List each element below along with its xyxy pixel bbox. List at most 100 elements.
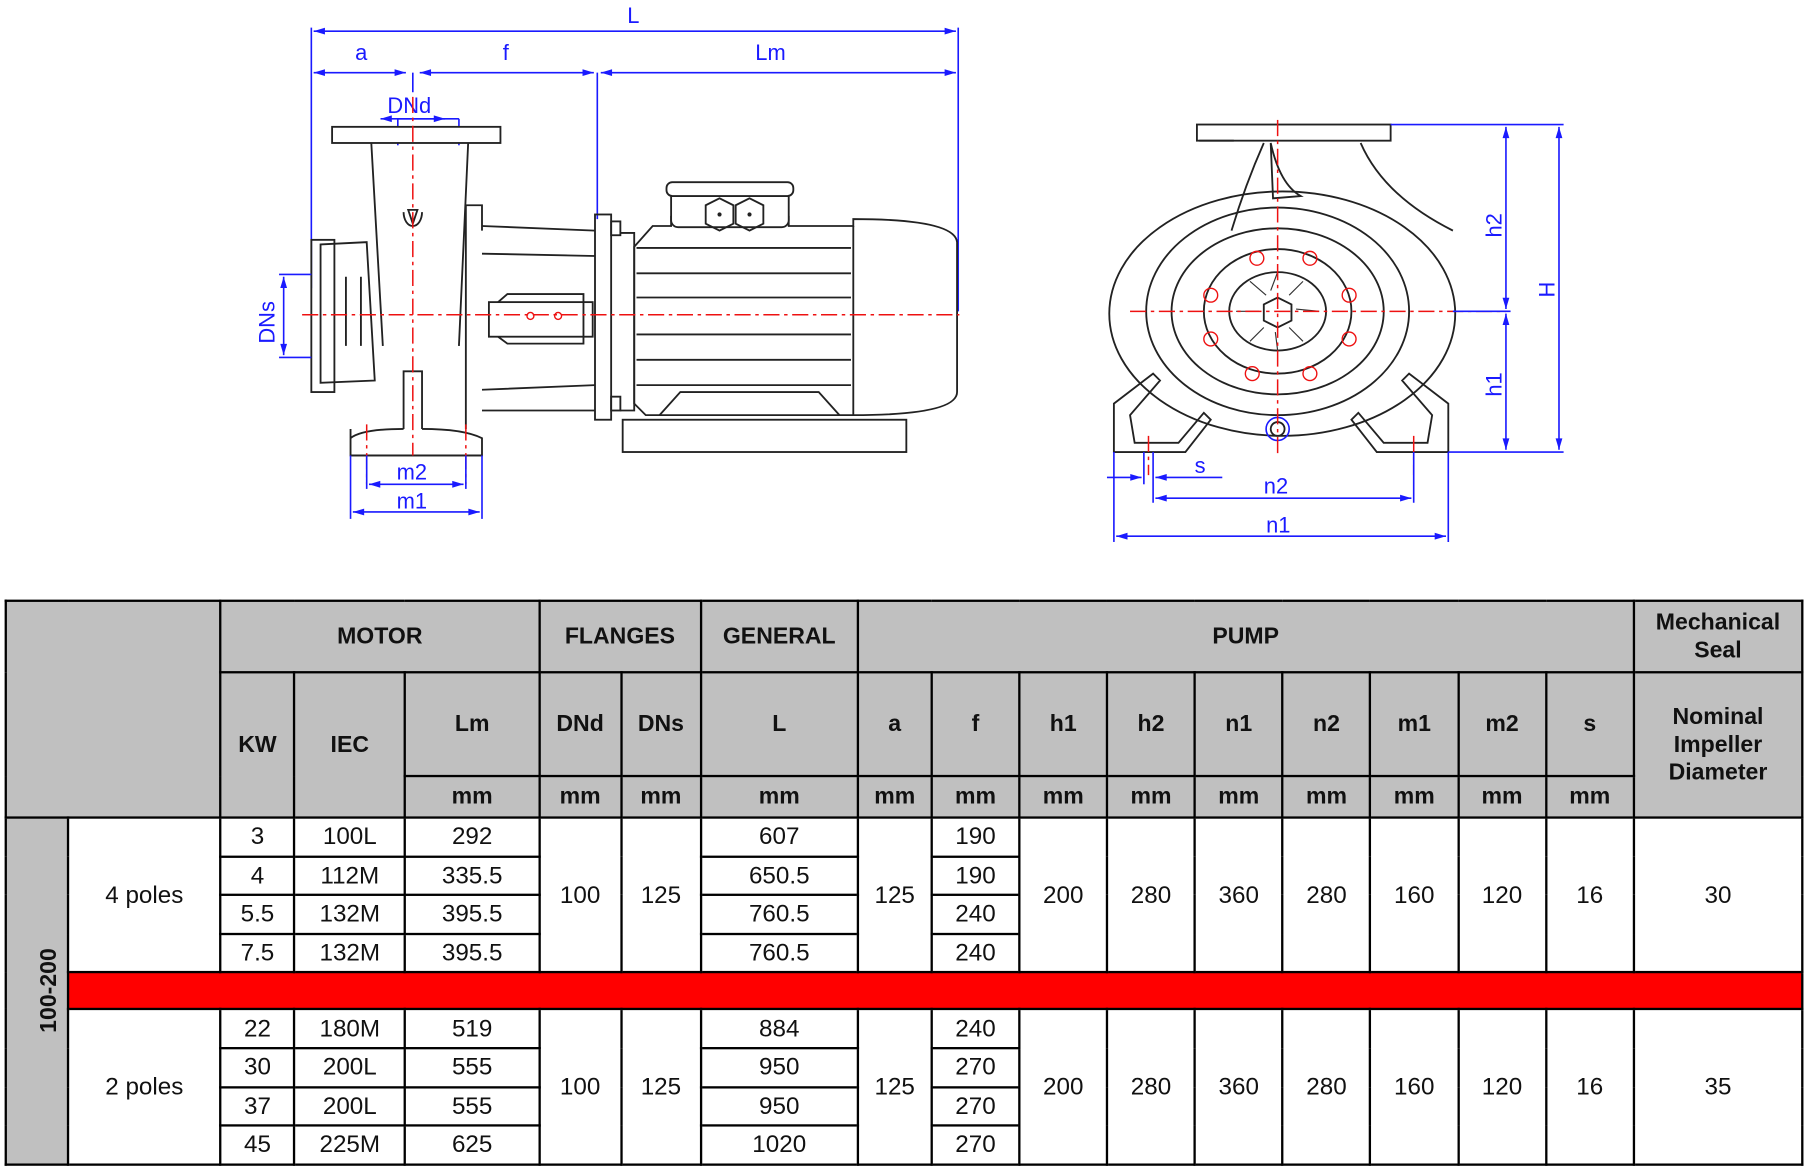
cell-kw: 7.5 [219, 932, 296, 974]
red-separator-bar [66, 971, 1804, 1011]
pump-drawing: L a f Lm DNd [254, 3, 1564, 542]
column-header-l: L [699, 671, 859, 778]
dimension-DNs: DNs [254, 273, 312, 359]
label-Lm: Lm [755, 40, 785, 65]
unit-h1: mm [1018, 774, 1109, 819]
cell-lm: 625 [404, 1124, 541, 1166]
cell-h2: 280 [1105, 1008, 1197, 1166]
cell-m2: 120 [1456, 1008, 1548, 1166]
cell-l: 950 [699, 1085, 859, 1127]
cell-iec: 200L [293, 1046, 407, 1089]
cell-s: 16 [1544, 1008, 1635, 1166]
poles-cell: 2 poles [66, 1008, 222, 1166]
label-h1: h1 [1481, 372, 1506, 396]
column-header-a: a [856, 671, 933, 778]
separator-row [6, 971, 1804, 1011]
label-L: L [627, 3, 639, 28]
cell-kw: 5.5 [219, 893, 296, 935]
cell-dnd: 100 [537, 816, 623, 974]
label-s: s [1195, 453, 1206, 478]
label-DNd: DNd [387, 93, 431, 118]
unit-f: mm [930, 774, 1021, 819]
cell-m1: 160 [1369, 816, 1460, 974]
cell-f: 240 [930, 1008, 1021, 1050]
column-header-iec: IEC [293, 671, 407, 819]
unit-m1: mm [1369, 774, 1460, 819]
unit-h2: mm [1105, 774, 1197, 819]
cell-lm: 395.5 [404, 893, 541, 935]
unit-lm: mm [404, 774, 541, 819]
cell-lm: 395.5 [404, 932, 541, 974]
cell-n2: 280 [1281, 816, 1372, 974]
unit-dns: mm [619, 774, 702, 819]
side-view: h2 h1 H s n2 n1 [1106, 119, 1564, 542]
cell-l: 607 [699, 816, 859, 858]
unit-n2: mm [1281, 774, 1372, 819]
cell-h1: 200 [1018, 816, 1109, 974]
cell-f: 270 [930, 1124, 1021, 1166]
cell-f: 240 [930, 932, 1021, 974]
cell-lm: 555 [404, 1085, 541, 1127]
cell-lm: 555 [404, 1046, 541, 1089]
column-header-n1: n1 [1193, 671, 1284, 778]
cell-kw: 37 [219, 1085, 296, 1127]
cell-l: 884 [699, 1008, 859, 1050]
column-header-n2: n2 [1281, 671, 1372, 778]
label-m1: m1 [397, 489, 427, 514]
cell-f: 190 [930, 816, 1021, 858]
group-header-flanges: FLANGES [537, 599, 702, 674]
cell-kw: 3 [219, 816, 296, 858]
dimension-m1-m2: m2 m1 [349, 455, 483, 519]
model-cell: 100-200 [4, 816, 70, 1166]
cell-kw: 4 [219, 855, 296, 897]
header-row-columns: KW IEC Lm DNd DNs L a f h1 h2 n1 n2 m1 m… [6, 671, 1804, 819]
cell-impeller: 30 [1632, 816, 1804, 974]
column-header-f: f [930, 671, 1021, 778]
cell-impeller: 35 [1632, 1008, 1804, 1166]
cell-a: 125 [856, 816, 933, 974]
column-header-s: s [1544, 671, 1635, 778]
cell-a: 125 [856, 1008, 933, 1166]
cell-dnd: 100 [537, 1008, 623, 1166]
cell-lm: 519 [404, 1008, 541, 1050]
cell-m1: 160 [1369, 1008, 1460, 1166]
cell-f: 240 [930, 893, 1021, 935]
label-DNs: DNs [254, 301, 279, 344]
header-row-units: mm mm mm mm mm mm mm mm mm mm mm mm mm [6, 774, 1803, 819]
cell-n2: 280 [1281, 1008, 1372, 1166]
label-m2: m2 [397, 460, 427, 485]
front-view: L a f Lm DNd [254, 3, 960, 519]
poles-cell: 4 poles [66, 816, 222, 974]
cell-f: 270 [930, 1046, 1021, 1089]
cell-l: 950 [699, 1046, 859, 1089]
unit-m2: mm [1456, 774, 1548, 819]
group-header-mechanical-seal: Mechanical Seal [1632, 599, 1804, 674]
column-header-m2: m2 [1456, 671, 1548, 778]
cell-l: 1020 [699, 1124, 859, 1166]
dimension-a-f-Lm: a f Lm [313, 40, 956, 220]
group-header-general: GENERAL [699, 599, 859, 674]
cell-kw: 45 [219, 1124, 296, 1166]
label-f: f [503, 40, 510, 65]
cell-l: 650.5 [699, 855, 859, 897]
unit-a: mm [856, 774, 933, 819]
column-header-h1: h1 [1018, 671, 1109, 778]
cell-lm: 292 [404, 816, 541, 858]
motor-fins [636, 226, 855, 416]
cell-s: 16 [1544, 816, 1635, 974]
cell-l: 760.5 [699, 932, 859, 974]
cell-n1: 360 [1193, 1008, 1284, 1166]
cell-iec: 112M [293, 855, 407, 897]
unit-dnd: mm [537, 774, 623, 819]
dimension-widths: s n2 n1 [1106, 452, 1450, 542]
column-header-h2: h2 [1105, 671, 1197, 778]
cell-iec: 100L [293, 816, 407, 858]
label-n2: n2 [1264, 474, 1288, 499]
unit-l: mm [699, 774, 859, 819]
unit-s: mm [1544, 774, 1635, 819]
